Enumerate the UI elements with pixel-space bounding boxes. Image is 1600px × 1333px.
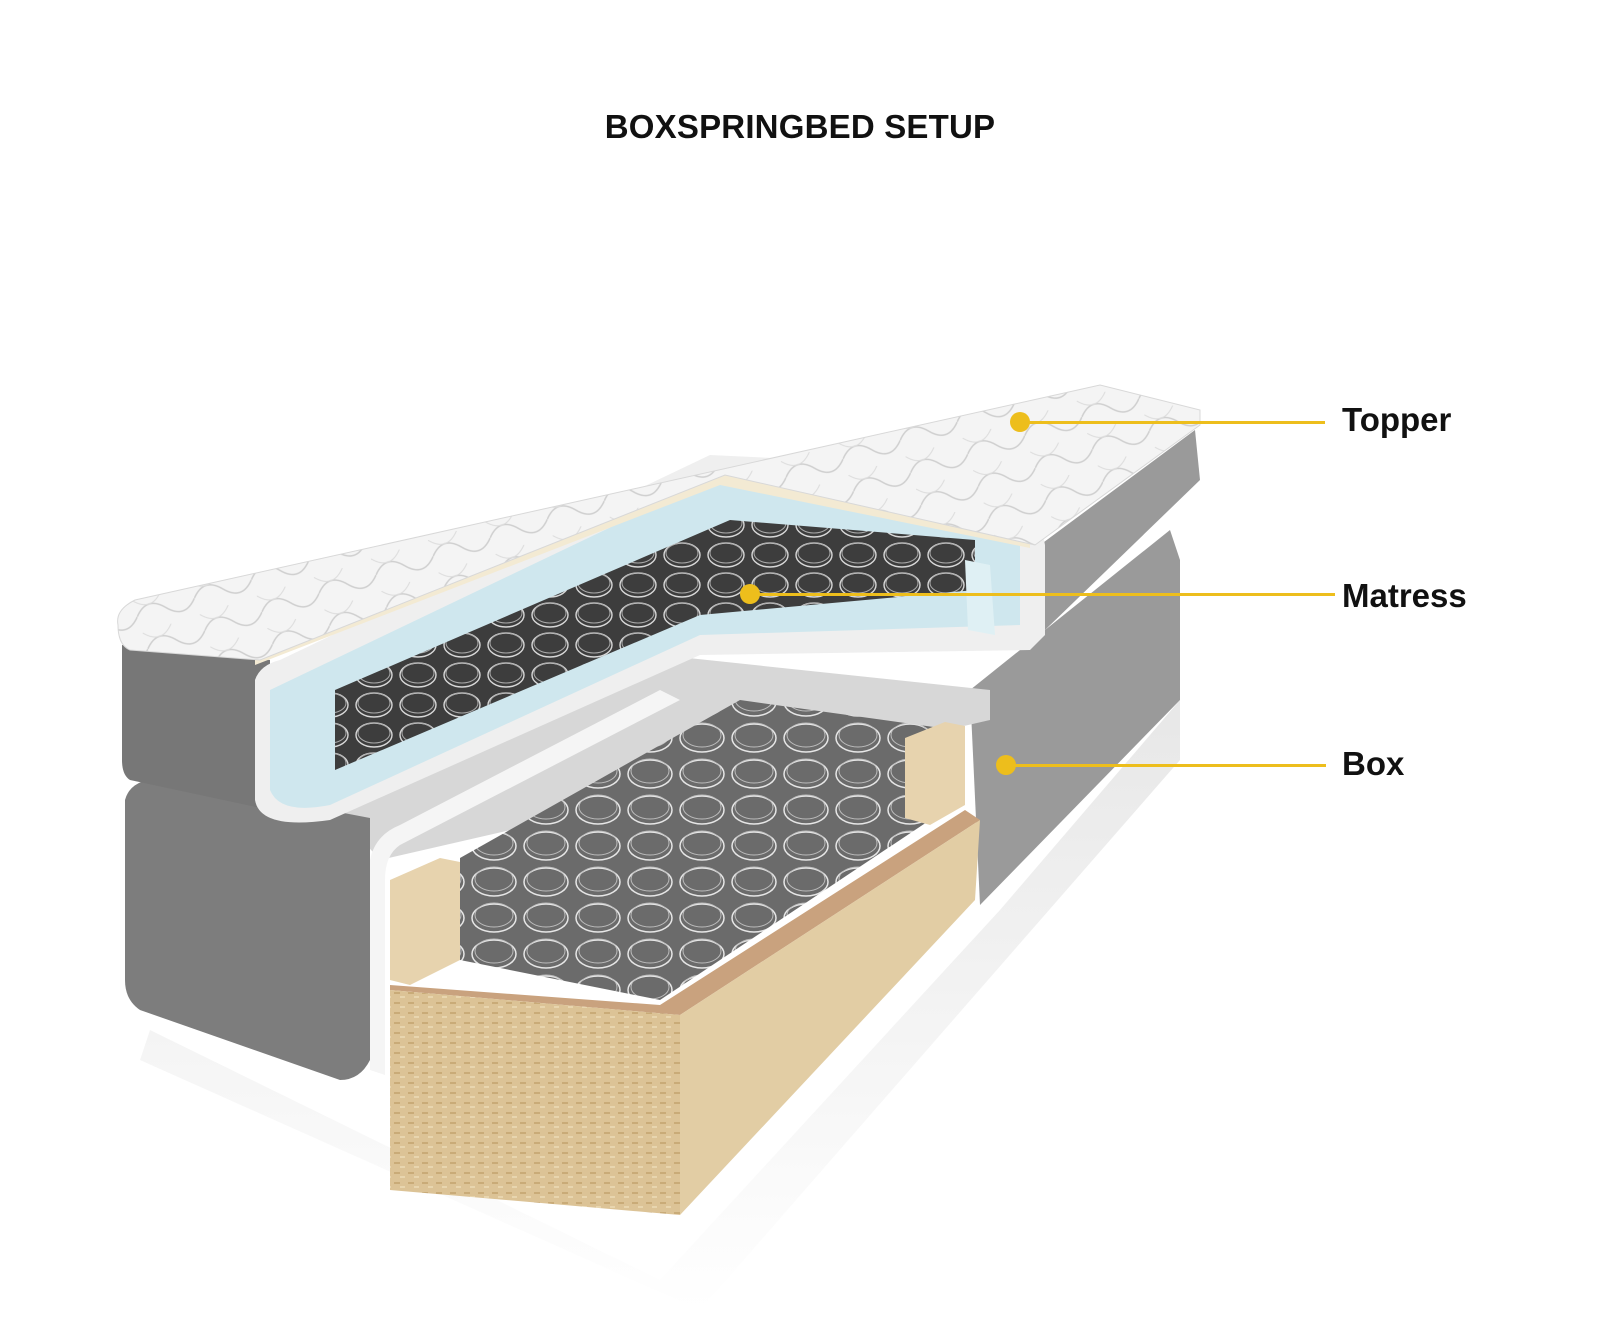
- box-leader-line: [1006, 764, 1326, 767]
- box-springs: [460, 700, 955, 1000]
- topper-quilted: [117, 384, 1201, 661]
- topper-leader-line: [1020, 421, 1325, 424]
- box-padding-edge: [370, 690, 680, 1075]
- matress-leader-line: [750, 593, 1335, 596]
- box-wood-front: [390, 990, 680, 1215]
- box-wood-side: [680, 820, 980, 1215]
- label-box: Box: [1342, 745, 1405, 782]
- mattress-foam-end: [965, 560, 995, 635]
- box-board: [390, 810, 980, 1015]
- label-topper: Topper: [1342, 401, 1452, 438]
- label-matress: Matress: [1342, 577, 1467, 614]
- box-left-fabric: [125, 778, 370, 1080]
- box-foam-block-left: [390, 858, 460, 985]
- mattress-left-fabric: [122, 645, 270, 810]
- mattress-right-fabric: [1040, 430, 1200, 630]
- box-right-fabric: [970, 530, 1180, 905]
- mattress-springs: [335, 520, 975, 770]
- diagram-title: BOXSPRINGBED SETUP: [604, 108, 996, 145]
- box-foam-block-right: [905, 722, 965, 825]
- topper-foam: [255, 472, 1030, 665]
